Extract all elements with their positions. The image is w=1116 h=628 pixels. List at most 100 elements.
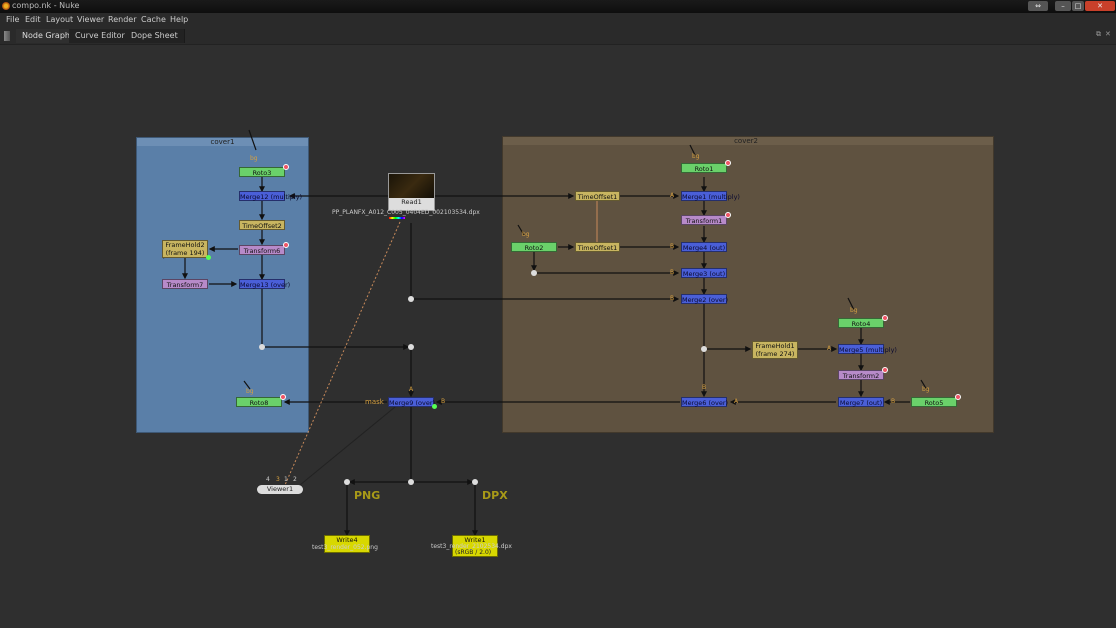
- node-write4-label: Write4: [336, 536, 358, 544]
- node-merge9[interactable]: Merge9 (over): [388, 397, 436, 407]
- node-framehold2[interactable]: FrameHold2 (frame 194): [162, 240, 208, 258]
- input-b-label: B: [891, 398, 896, 405]
- input-b-label: B: [670, 243, 675, 250]
- node-transform7[interactable]: Transform7: [162, 279, 208, 289]
- viewer-input-1: 1: [284, 476, 288, 483]
- read1-thumbnail: [389, 174, 434, 198]
- menu-viewer[interactable]: Viewer: [77, 15, 105, 24]
- node-framehold1-name: FrameHold1: [755, 342, 795, 350]
- bg-pin: bg: [250, 155, 258, 162]
- node-write1-label: Write1: [464, 536, 486, 544]
- tab-bar: Node Graph Curve Editor Dope Sheet ⧉ ✕: [0, 28, 1116, 45]
- write4-filename: test3_render_052.png: [312, 544, 378, 551]
- tab-curve-editor[interactable]: Curve Editor: [69, 29, 132, 43]
- tab-dope-sheet[interactable]: Dope Sheet: [125, 29, 185, 43]
- restore-button[interactable]: ⇔: [1028, 1, 1048, 11]
- node-merge2[interactable]: Merge2 (over): [681, 294, 729, 304]
- node-error-icon: [882, 367, 888, 373]
- menu-edit[interactable]: Edit: [25, 15, 41, 24]
- viewer-input-4: 4: [266, 476, 270, 483]
- dot-node[interactable]: [408, 344, 414, 350]
- viewer-input-3: 3: [276, 476, 280, 483]
- title-bar: compo.nk - Nuke ⇔ – □ ✕: [0, 0, 1116, 13]
- node-read1[interactable]: Read1: [388, 173, 435, 211]
- node-error-icon: [882, 315, 888, 321]
- bg-pin: bg: [692, 153, 700, 160]
- dot-node[interactable]: [472, 479, 478, 485]
- viewer-input-2: 2: [293, 476, 297, 483]
- dot-node[interactable]: [408, 296, 414, 302]
- node-merge5[interactable]: Merge5 (multiply): [838, 344, 897, 354]
- node-merge1[interactable]: Merge1 (multiply): [681, 191, 740, 201]
- pane-handle-icon[interactable]: [4, 31, 10, 41]
- node-viewer1[interactable]: Viewer1: [257, 485, 303, 494]
- menu-cache[interactable]: Cache: [141, 15, 166, 24]
- dot-node[interactable]: [408, 479, 414, 485]
- node-viewer1-label: Viewer1: [266, 485, 294, 493]
- node-roto2[interactable]: Roto2: [511, 242, 557, 252]
- dot-node[interactable]: [531, 270, 537, 276]
- close-pane-icon[interactable]: ✕: [1105, 30, 1111, 38]
- node-merge13[interactable]: Merge13 (over): [239, 279, 291, 289]
- node-read1-label: Read1: [401, 198, 422, 206]
- dot-node[interactable]: [259, 344, 265, 350]
- node-roto5[interactable]: Roto5: [911, 397, 957, 407]
- window-title: compo.nk - Nuke: [12, 1, 80, 10]
- node-indicator-icon: [432, 404, 437, 409]
- node-merge7[interactable]: Merge7 (out): [838, 397, 884, 407]
- node-timeoffset2[interactable]: TimeOffset2: [239, 220, 285, 230]
- node-merge3[interactable]: Merge3 (out): [681, 268, 727, 278]
- node-transform2[interactable]: Transform2: [838, 370, 884, 380]
- menu-render[interactable]: Render: [108, 15, 137, 24]
- node-framehold1[interactable]: FrameHold1 (frame 274): [752, 341, 798, 359]
- dot-node[interactable]: [701, 346, 707, 352]
- menu-bar: File Edit Layout Viewer Render Cache Hel…: [0, 13, 1116, 28]
- mask-input-label: mask: [365, 398, 384, 406]
- node-framehold2-name: FrameHold2: [165, 241, 205, 249]
- close-button[interactable]: ✕: [1085, 1, 1115, 11]
- node-error-icon: [283, 164, 289, 170]
- node-timeoffset1a[interactable]: TimeOffset1: [575, 191, 620, 201]
- float-pane-icon[interactable]: ⧉: [1096, 30, 1101, 38]
- input-a-label: A: [827, 345, 832, 352]
- menu-file[interactable]: File: [6, 15, 20, 24]
- bg-pin: bg: [922, 386, 930, 393]
- node-indicator-icon: [206, 255, 211, 260]
- node-graph-canvas[interactable]: cover1 cover2: [0, 45, 1116, 628]
- input-b-label: B: [670, 295, 675, 302]
- tab-node-graph[interactable]: Node Graph: [16, 29, 77, 43]
- backdrop-cover2[interactable]: cover2: [502, 136, 994, 433]
- node-roto8[interactable]: Roto8: [236, 397, 282, 407]
- minimize-button[interactable]: –: [1055, 1, 1071, 11]
- node-roto3[interactable]: Roto3: [239, 167, 285, 177]
- node-merge6[interactable]: Merge6 (over): [681, 397, 729, 407]
- read1-filename: PP_PLANFX_A012_C005_0404ED_002103534.dpx: [332, 209, 480, 216]
- node-merge4[interactable]: Merge4 (out): [681, 242, 727, 252]
- menu-help[interactable]: Help: [170, 15, 189, 24]
- bg-pin: bg: [522, 231, 530, 238]
- dot-node[interactable]: [344, 479, 350, 485]
- menu-layout[interactable]: Layout: [46, 15, 74, 24]
- node-transform1[interactable]: Transform1: [681, 215, 727, 225]
- dpx-label: DPX: [482, 489, 508, 502]
- node-error-icon: [280, 394, 286, 400]
- input-b-label: B: [702, 384, 707, 391]
- wires: [162, 129, 928, 537]
- png-label: PNG: [354, 489, 381, 502]
- nuke-logo-icon: [2, 2, 10, 10]
- node-roto4[interactable]: Roto4: [838, 318, 884, 328]
- node-roto1[interactable]: Roto1: [681, 163, 727, 173]
- node-transform6[interactable]: Transform6: [239, 245, 285, 255]
- input-b-label: B: [670, 269, 675, 276]
- read1-color-bar: [389, 217, 405, 219]
- node-write1[interactable]: Write1: [452, 535, 498, 557]
- node-framehold2-frame: (frame 194): [165, 249, 205, 257]
- node-merge12[interactable]: Merge12 (multiply): [239, 191, 303, 201]
- node-timeoffset1b[interactable]: TimeOffset1: [575, 242, 620, 252]
- backdrop-title: cover1: [137, 138, 308, 146]
- node-error-icon: [725, 212, 731, 218]
- maximize-button[interactable]: □: [1072, 1, 1084, 11]
- input-a-label: A: [734, 398, 739, 405]
- node-error-icon: [955, 394, 961, 400]
- node-write4[interactable]: Write4: [324, 535, 370, 553]
